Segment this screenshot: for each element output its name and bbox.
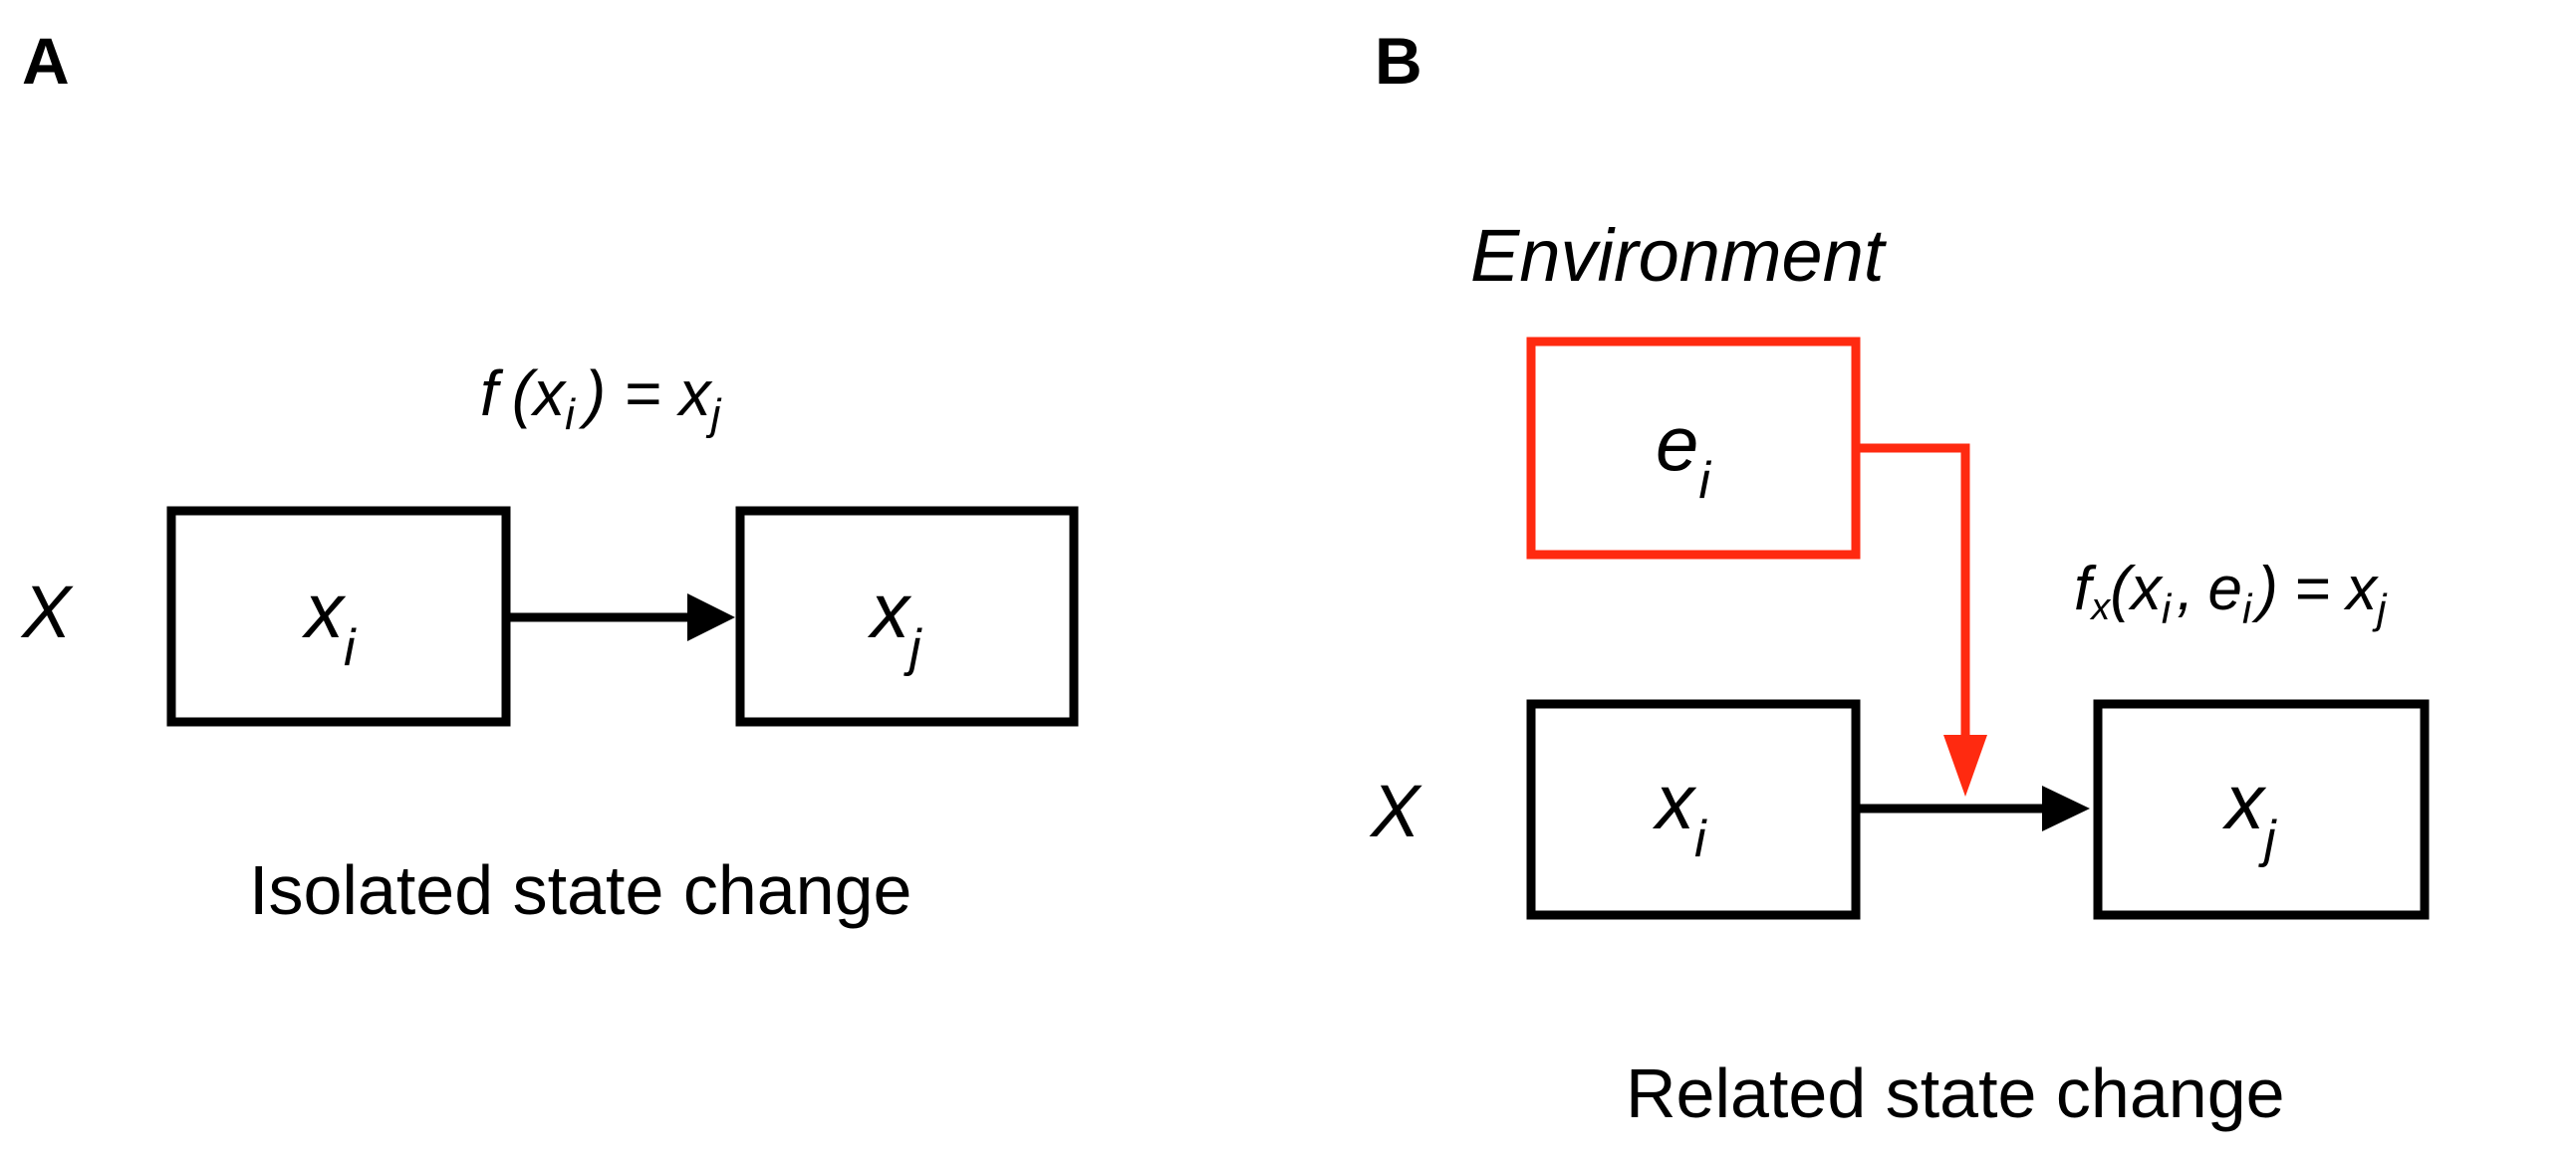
panel-b-caption: Related state change [1626, 1054, 2285, 1132]
panel-a-box-xj [735, 506, 1079, 727]
panel-a-variable-x: X [20, 571, 74, 653]
environment-influence-arrowhead [1943, 735, 1987, 797]
panel-b-box-xj-label: xj [2221, 758, 2277, 868]
panel-b-box-xi-label: xi [1652, 758, 1707, 868]
environment-influence-line [1856, 443, 1970, 755]
panel-a-caption: Isolated state change [249, 851, 911, 929]
panel-b-box-xj [2093, 699, 2430, 920]
panel-a-box-xi [166, 506, 511, 727]
panel-b-box-xi [1526, 699, 1861, 920]
panel-a-letter: A [22, 24, 70, 98]
panel-a-box-xi-label: xi [301, 567, 357, 677]
panel-b-formula: fx(xi,ei)=xj [2074, 555, 2388, 632]
panel-b-arrow-head [2042, 786, 2090, 831]
panel-a-box-xj-label: xj [867, 567, 922, 677]
panel-a-arrow-head [687, 593, 735, 641]
environment-label: Environment [1470, 214, 1888, 297]
panel-b-variable-x: X [1369, 770, 1422, 852]
panel-b-letter: B [1375, 24, 1422, 98]
panel-b: B Environment ei fx(xi,ei)=xj X xi xj Re… [1369, 24, 2430, 1132]
panel-a: A f(xi)=xj X xi xj Isolated state change [20, 24, 1079, 929]
panel-a-formula: f(xi)=xj [480, 357, 722, 439]
environment-box-ei-label: ei [1656, 399, 1711, 510]
